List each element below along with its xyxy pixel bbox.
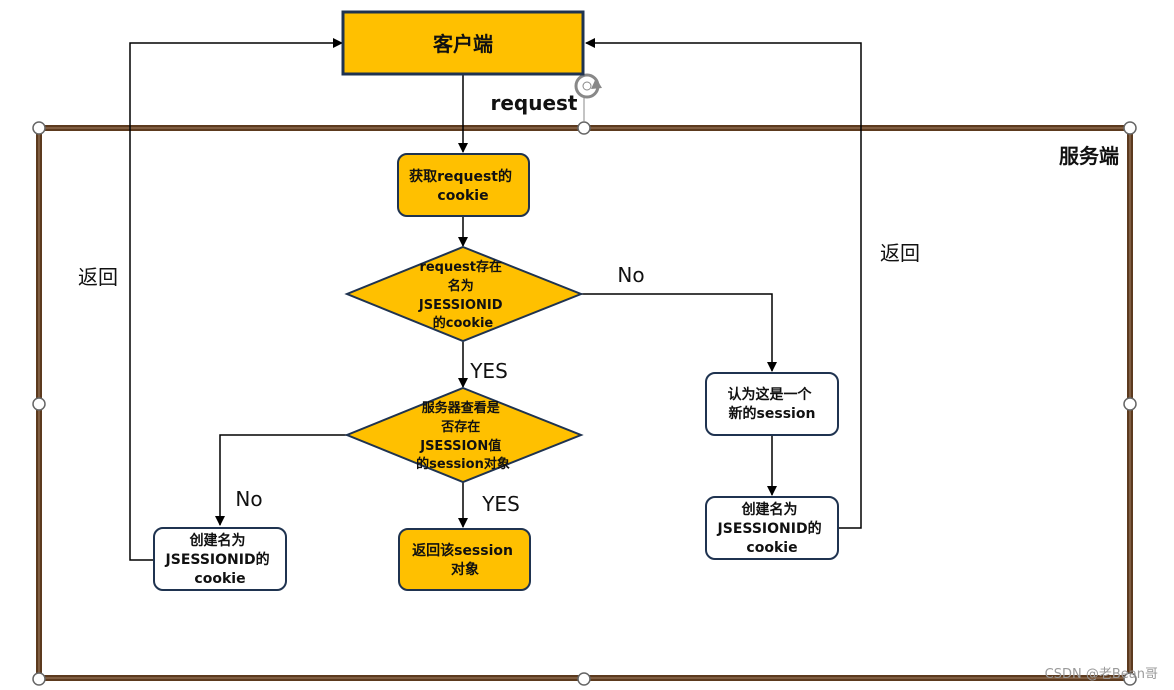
svg-text:返回该session 对象: 返回该session 对象: [412, 542, 518, 578]
svg-text:创建名为 JSESSIONID的 c: 创建名为 JSESSIONID的 cookie: [717, 501, 827, 556]
resize-handle-bottom-left[interactable]: [32, 672, 46, 686]
get-cookie-line-2: cookie: [437, 188, 488, 204]
connector-no-2: [215, 434, 348, 526]
svg-text:获取request的 cookie: 获取request的 cookie: [409, 168, 517, 204]
client-node[interactable]: 客户端: [341, 10, 585, 76]
connector-return-left: [129, 38, 343, 561]
svg-text:创建名为 JSESSIONID的 c: 创建名为 JSESSIONID的 cookie: [165, 532, 275, 587]
check-cookie-line-2: 名为: [448, 278, 474, 294]
get-cookie-line-1: 获取request的: [409, 168, 512, 185]
resize-handle-bottom-center[interactable]: [577, 672, 591, 686]
create-cookie-left-line-2: JSESSIONID的: [165, 551, 270, 568]
yes-label-1: YES: [469, 359, 508, 383]
svg-text:request存在 名为 JSESS: request存在 名为 JSESSIONID 的cookie: [418, 259, 507, 331]
svg-text:认为这是一个 新的session: 认为这是一个 新的session: [728, 386, 817, 422]
create-cookie-left-node[interactable]: 创建名为 JSESSIONID的 cookie: [153, 527, 287, 591]
check-cookie-line-4: 的cookie: [433, 315, 494, 331]
server-label: 服务端: [1059, 144, 1119, 168]
rotate-icon[interactable]: [574, 73, 602, 99]
return-session-line-1: 返回该session: [412, 542, 513, 559]
check-session-decision[interactable]: 服务器查看是 否存在 JSESSION值 的session对象: [344, 386, 584, 484]
check-session-line-4: 的session对象: [416, 456, 510, 472]
create-cookie-right-line-2: JSESSIONID的: [717, 520, 822, 537]
client-label: 客户端: [432, 32, 493, 56]
create-cookie-right-line-1: 创建名为: [741, 501, 798, 518]
selection-handles[interactable]: [32, 121, 1137, 686]
create-cookie-right-node[interactable]: 创建名为 JSESSIONID的 cookie: [705, 496, 839, 560]
new-session-line-1: 认为这是一个: [728, 386, 813, 403]
check-session-line-2: 否存在: [440, 419, 480, 435]
new-session-node[interactable]: 认为这是一个 新的session: [705, 372, 839, 436]
request-label: request: [490, 91, 577, 115]
check-session-line-1: 服务器查看是: [422, 400, 501, 416]
get-cookie-node[interactable]: 获取request的 cookie: [397, 153, 530, 217]
resize-handle-top-left[interactable]: [32, 121, 46, 135]
connector-no-1: [581, 293, 777, 372]
yes-label-2: YES: [481, 492, 520, 516]
check-cookie-line-3: JSESSIONID: [418, 298, 503, 313]
connector-return-right: [585, 38, 862, 529]
check-session-line-3: JSESSION值: [419, 438, 501, 454]
svg-text:服务器查看是 否存在 JSESSIO: 服务器查看是 否存在 JSESSION值 的session对象: [416, 400, 510, 472]
resize-handle-top-center[interactable]: [577, 121, 591, 135]
create-cookie-right-line-3: cookie: [746, 540, 797, 556]
check-cookie-decision[interactable]: request存在 名为 JSESSIONID 的cookie: [344, 245, 584, 343]
resize-handle-bottom-right[interactable]: [1123, 672, 1137, 686]
new-session-line-2: 新的session: [729, 405, 816, 422]
return-left-label: 返回: [78, 265, 118, 289]
check-cookie-line-1: request存在: [419, 259, 502, 275]
create-cookie-left-line-1: 创建名为: [189, 532, 246, 549]
no-label-1: No: [617, 263, 644, 287]
no-label-2: No: [235, 487, 262, 511]
resize-handle-middle-right[interactable]: [1123, 397, 1137, 411]
watermark-text: CSDN @老Bean哥: [1045, 667, 1158, 682]
return-right-label: 返回: [880, 241, 920, 265]
server-frame[interactable]: [36, 125, 1133, 681]
return-session-node[interactable]: 返回该session 对象: [398, 528, 531, 591]
return-session-line-2: 对象: [451, 561, 479, 578]
create-cookie-left-line-3: cookie: [194, 571, 245, 587]
resize-handle-top-right[interactable]: [1123, 121, 1137, 135]
resize-handle-middle-left[interactable]: [32, 397, 46, 411]
